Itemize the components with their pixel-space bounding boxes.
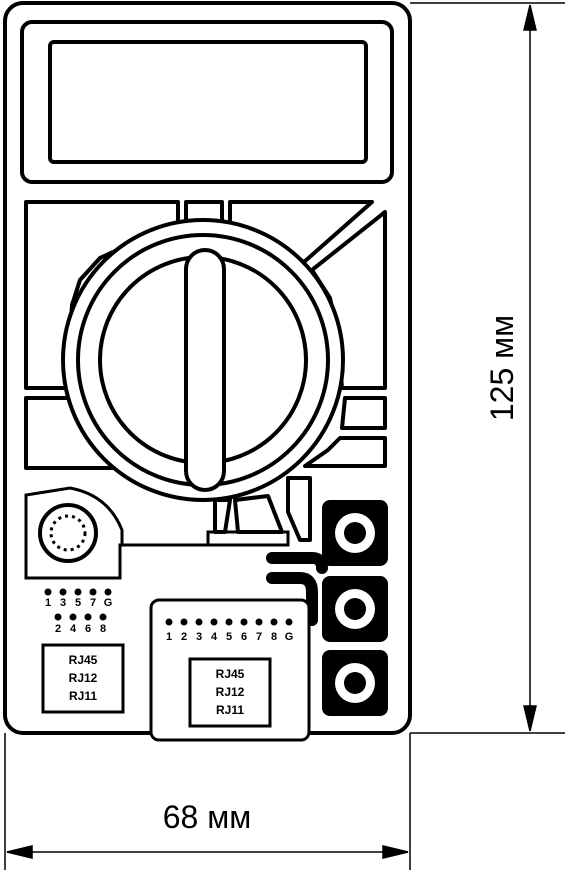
center-box-label: RJ45 (216, 667, 245, 681)
center-pin-label: 2 (181, 631, 187, 643)
left-top-pin-label: 7 (90, 597, 96, 609)
height-dimension-label: 125 мм (484, 315, 520, 421)
segment-bottom-right (233, 494, 284, 534)
left-top-pin-label: 1 (45, 597, 51, 609)
display-frame (20, 20, 394, 184)
center-pin-label: 7 (256, 631, 262, 643)
center-pin-label: 3 (196, 631, 202, 643)
left-box-label: RJ11 (69, 689, 97, 703)
left-top-pin-label: 5 (75, 597, 81, 609)
center-pin-label: 1 (166, 631, 172, 643)
segment-right-b (303, 436, 387, 468)
left-box-label: RJ12 (69, 671, 98, 685)
segment-left-top (24, 200, 180, 390)
left-top-pin-label: 3 (60, 597, 66, 609)
segment-right-a (340, 396, 387, 430)
segment-bottom-small (213, 498, 232, 534)
center-pin-label: 5 (226, 631, 232, 643)
left-connector-pins: 1 3 5 7 G 2 4 6 8 (44, 588, 113, 635)
left-box-label: RJ45 (69, 653, 98, 667)
center-box-label: RJ11 (216, 703, 244, 717)
probe-jacks (322, 500, 388, 716)
left-bottom-pin-label: 4 (70, 623, 77, 635)
left-bottom-pin-label: 8 (100, 623, 106, 635)
center-pin-label: G (285, 631, 294, 643)
center-pin-label: 8 (271, 631, 277, 643)
rotary-dial[interactable] (61, 218, 345, 502)
segment-bottom-far (286, 476, 312, 542)
center-label-box (188, 657, 272, 728)
center-pin-label: 4 (211, 631, 218, 643)
left-connector-label-box: RJ45 RJ12 RJ11 (41, 643, 125, 714)
center-connector: 1 2 3 4 5 6 7 8 G RJ45 RJ12 RJ11 (149, 598, 311, 742)
round-connector (24, 486, 290, 580)
dimension-lines (4, 2, 565, 870)
left-bottom-pin-label: 6 (85, 623, 91, 635)
center-pin-label: 6 (241, 631, 247, 643)
left-top-pin-label: G (104, 597, 113, 609)
center-box-label: RJ12 (216, 685, 245, 699)
width-dimension-label: 68 мм (163, 799, 251, 835)
display-screen (48, 40, 368, 164)
dial-knob (184, 248, 226, 492)
left-bottom-pin-label: 2 (55, 623, 61, 635)
jack-leads (266, 552, 328, 626)
